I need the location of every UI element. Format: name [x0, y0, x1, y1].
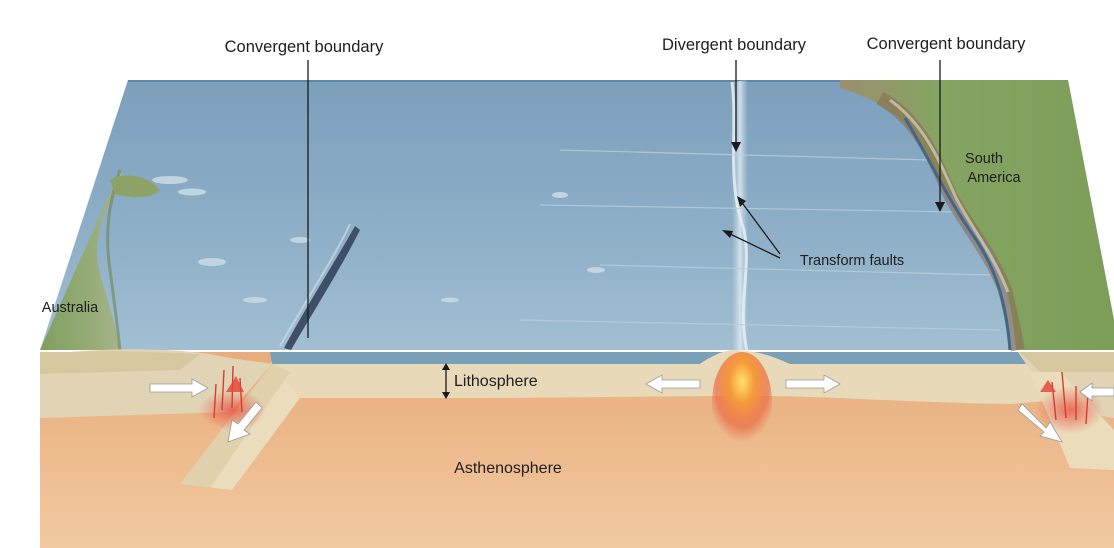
label-lithosphere: Lithosphere [454, 373, 538, 390]
label-south-america-line2: America [967, 170, 1021, 186]
label-south-america-line1: South [965, 151, 1003, 167]
label-divergent-boundary: Divergent boundary [662, 36, 807, 54]
label-transform-faults: Transform faults [800, 253, 904, 269]
label-convergent-boundary-right: Convergent boundary [867, 35, 1026, 53]
cross-section [40, 349, 1114, 548]
label-asthenosphere: Asthenosphere [454, 460, 562, 477]
surface-map [40, 80, 1114, 355]
label-convergent-boundary-left: Convergent boundary [225, 38, 384, 56]
magma-chamber [712, 352, 772, 452]
label-australia: Australia [42, 300, 99, 316]
